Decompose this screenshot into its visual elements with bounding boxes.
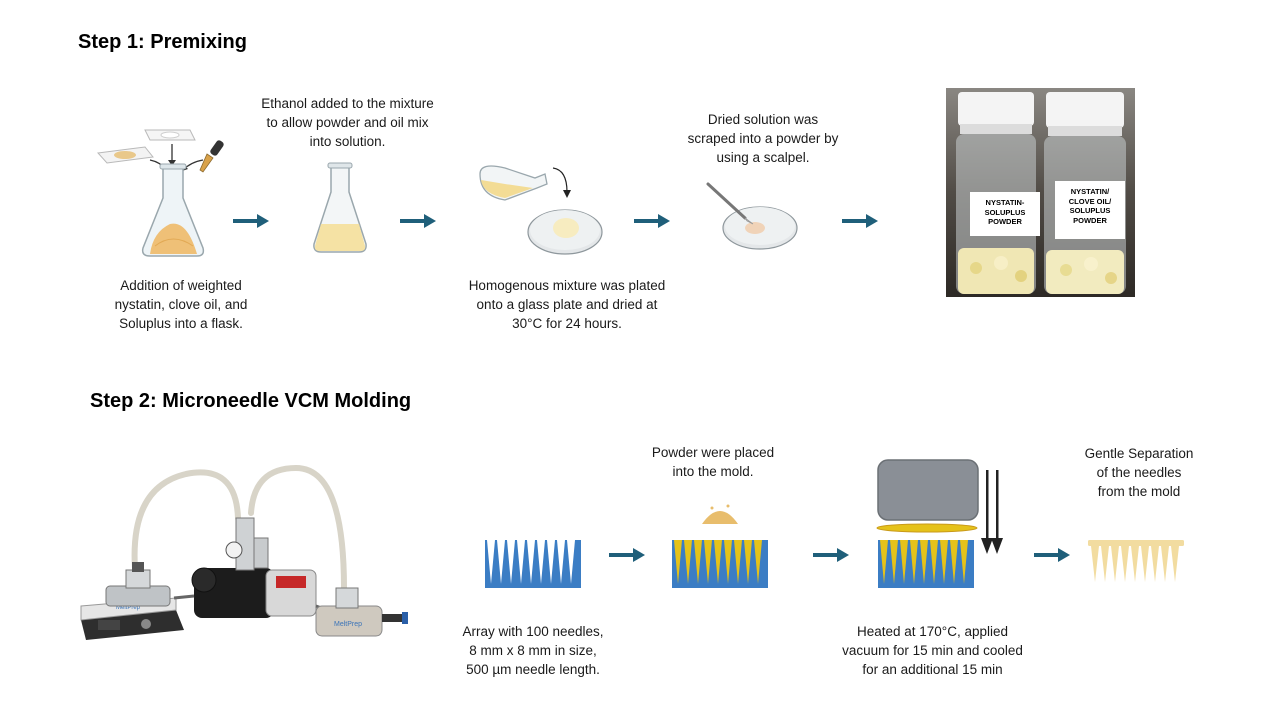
hot-plate-icon: MeltPrep <box>80 597 184 640</box>
weighing-boat-left-icon <box>96 146 154 164</box>
process-arrow-7 <box>1034 548 1070 562</box>
process-arrow-6 <box>813 548 849 562</box>
erlenmeyer-flask-solution-icon <box>313 162 367 253</box>
process-arrow-3 <box>634 214 670 228</box>
hotplate-brand-text: MeltPrep <box>116 605 141 611</box>
weighing-boat-top-icon <box>144 129 196 141</box>
chamber-brand-text: MeltPrep <box>334 621 362 628</box>
vacuum-pump-icon <box>173 517 339 618</box>
flask-addition-illustration <box>95 120 245 265</box>
dropper-icon <box>199 140 224 173</box>
mold-chamber-right-icon: MeltPrep <box>315 587 408 637</box>
process-arrow-5 <box>609 548 645 562</box>
melted-film-icon <box>876 523 978 533</box>
powder-pile-icon <box>702 504 738 524</box>
vacuum-tube-icon <box>131 464 347 591</box>
vial-label-right: NYSTATIN/ CLOVE OIL/ SOLUPLUS POWDER <box>1055 181 1125 239</box>
process-arrow-2 <box>400 214 436 228</box>
vials-photo: NYSTATIN- SOLUPLUS POWDER NYSTATIN/ CLOV… <box>946 88 1135 297</box>
caption-addition: Addition of weighted nystatin, clove oil… <box>114 278 248 331</box>
mold-chamber-left-icon <box>105 562 171 607</box>
vial-label-left: NYSTATIN- SOLUPLUS POWDER <box>970 192 1040 236</box>
process-arrow-4 <box>842 214 878 228</box>
vcm-device-illustration: MeltPrep MeltPrep <box>76 458 421 648</box>
caption-array: Array with 100 needles, 8 mm x 8 mm in s… <box>462 624 604 677</box>
microneedle-patch-illustration <box>1088 540 1184 584</box>
glass-plate-icon <box>527 209 603 255</box>
pressure-arrows-icon <box>981 470 1003 554</box>
caption-plated: Homogenous mixture was plated onto a gla… <box>468 278 666 331</box>
microneedle-mold-filled-icon <box>672 540 768 588</box>
microneedle-mold-icon <box>485 540 581 588</box>
erlenmeyer-flask-icon <box>141 163 205 257</box>
caption-heated: Heated at 170°C, applied vacuum for 15 m… <box>842 624 1023 677</box>
caption-separation: Gentle Separation of the needles from th… <box>1084 446 1194 499</box>
caption-scraped: Dried solution was scraped into a powder… <box>687 112 839 165</box>
process-arrow-1 <box>233 214 269 228</box>
caption-powder: Powder were placed into the mold. <box>651 445 775 479</box>
scalpel-plate-illustration <box>705 178 805 253</box>
caption-ethanol: Ethanol added to the mixture to allow po… <box>261 96 434 149</box>
glass-plate-icon <box>722 206 798 250</box>
step1-title: Step 1: Premixing <box>78 31 247 53</box>
microneedle-patch-icon <box>1088 540 1184 582</box>
heated-press-illustration <box>872 458 1012 590</box>
pouring-plate-illustration <box>475 160 610 260</box>
press-plate-icon <box>877 459 979 521</box>
scalpel-icon <box>706 182 754 225</box>
step2-title: Step 2: Microneedle VCM Molding <box>90 390 412 412</box>
filled-mold-illustration <box>672 496 768 588</box>
tilted-flask-icon <box>479 165 548 201</box>
microneedle-mold-filled-icon <box>878 540 974 588</box>
empty-mold-illustration <box>485 540 581 588</box>
flask-ethanol-illustration <box>310 160 370 255</box>
